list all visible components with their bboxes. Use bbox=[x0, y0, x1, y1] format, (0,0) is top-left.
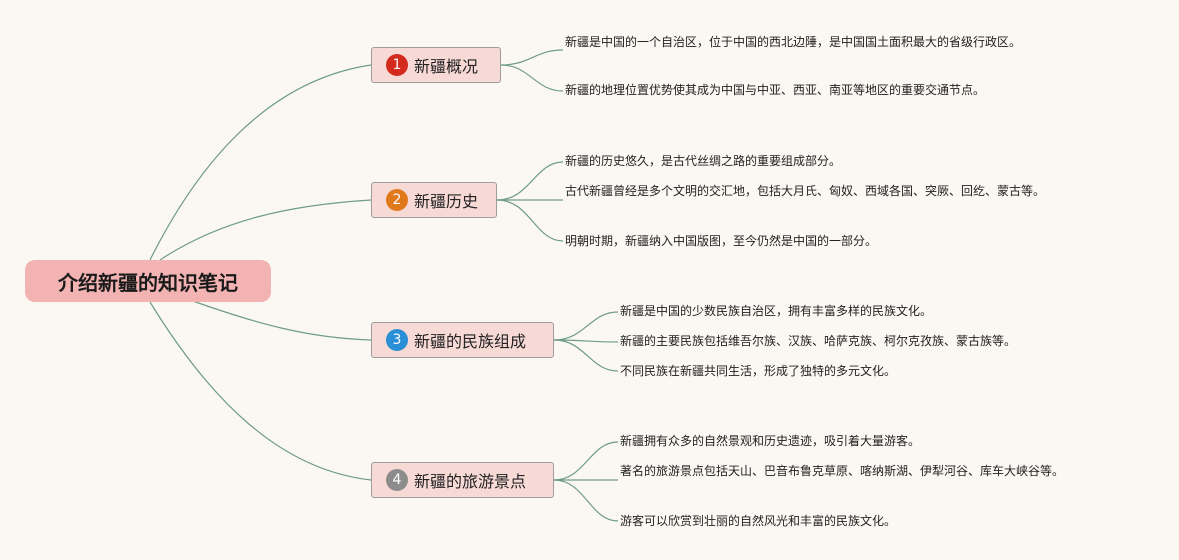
number-badge-icon: 1 bbox=[386, 54, 408, 76]
connector-line bbox=[159, 199, 372, 261]
central-topic[interactable]: 介绍新疆的知识笔记 bbox=[25, 260, 271, 302]
connector-line bbox=[189, 299, 372, 341]
branch-label: 新疆概况 bbox=[414, 57, 479, 76]
leaf-note[interactable]: 新疆的主要民族包括维吾尔族、汉族、哈萨克族、柯尔克孜族、蒙古族等。 bbox=[620, 334, 1017, 348]
connector-line bbox=[496, 199, 564, 242]
branch-label: 新疆的旅游景点 bbox=[414, 472, 527, 491]
connector-line bbox=[149, 301, 372, 481]
leaf-note[interactable]: 著名的旅游景点包括天山、巴音布鲁克草原、喀纳斯湖、伊犁河谷、库车大峡谷等。 bbox=[620, 464, 1065, 478]
number-badge-icon: 3 bbox=[386, 329, 408, 351]
number-badge-icon: 2 bbox=[386, 189, 408, 211]
connector-line bbox=[496, 161, 564, 201]
branch-history[interactable]: 2 新疆历史 bbox=[371, 182, 497, 218]
connector-line bbox=[553, 311, 619, 341]
leaf-note[interactable]: 新疆是中国的少数民族自治区，拥有丰富多样的民族文化。 bbox=[620, 304, 933, 318]
leaf-note[interactable]: 新疆的地理位置优势使其成为中国与中亚、西亚、南亚等地区的重要交通节点。 bbox=[565, 83, 986, 97]
connector-line bbox=[553, 339, 619, 343]
branch-overview[interactable]: 1 新疆概况 bbox=[371, 47, 501, 83]
leaf-note[interactable]: 游客可以欣赏到壮丽的自然风光和丰富的民族文化。 bbox=[620, 514, 897, 528]
leaf-note[interactable]: 明朝时期，新疆纳入中国版图，至今仍然是中国的一部分。 bbox=[565, 234, 878, 248]
leaf-note[interactable]: 不同民族在新疆共同生活，形成了独特的多元文化。 bbox=[620, 364, 897, 378]
branch-label: 新疆历史 bbox=[414, 192, 479, 211]
connector-line bbox=[553, 339, 619, 372]
branch-label: 新疆的民族组成 bbox=[414, 332, 527, 351]
leaf-note[interactable]: 新疆的历史悠久，是古代丝绸之路的重要组成部分。 bbox=[565, 154, 842, 168]
leaf-note[interactable]: 新疆拥有众多的自然景观和历史遗迹，吸引着大量游客。 bbox=[620, 434, 921, 448]
connector-line bbox=[149, 64, 372, 261]
branch-ethnic-groups[interactable]: 3 新疆的民族组成 bbox=[371, 322, 554, 358]
number-badge-icon: 4 bbox=[386, 469, 408, 491]
leaf-note[interactable]: 新疆是中国的一个自治区，位于中国的西北边陲，是中国国土面积最大的省级行政区。 bbox=[565, 35, 1022, 49]
leaf-note[interactable]: 古代新疆曾经是多个文明的交汇地，包括大月氏、匈奴、西域各国、突厥、回纥、蒙古等。 bbox=[565, 184, 1046, 198]
connector-line bbox=[500, 64, 564, 92]
connector-line bbox=[553, 441, 619, 481]
connector-line bbox=[500, 49, 564, 66]
connector-line bbox=[553, 479, 619, 522]
branch-tourism[interactable]: 4 新疆的旅游景点 bbox=[371, 462, 554, 498]
